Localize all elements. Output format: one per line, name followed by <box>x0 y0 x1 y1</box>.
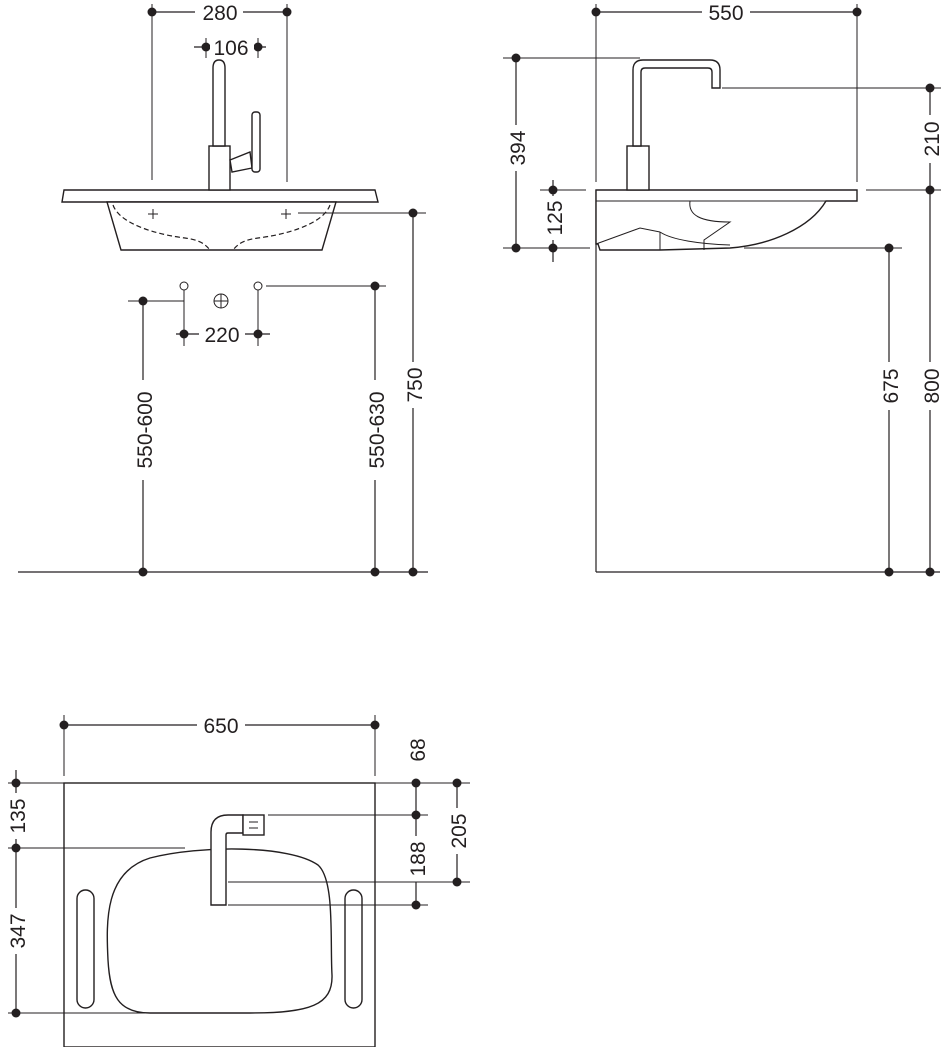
dim-750-tick-bottom <box>408 567 418 577</box>
fixing-hole-left <box>179 281 189 291</box>
dim-550-600-bg <box>131 380 155 480</box>
dim-394-tick-bottom <box>511 243 521 253</box>
dim-550-600-tick-bottom <box>138 567 148 577</box>
dim-125-label: 125 <box>544 200 567 235</box>
dim-750-bg <box>401 362 425 408</box>
faucet-spout <box>212 59 226 147</box>
dim-280-bg <box>195 0 243 24</box>
bracket-profile <box>595 227 661 245</box>
dim-550-630-bg <box>363 380 387 480</box>
dim-347-tick-bottom <box>11 1008 21 1018</box>
dim-220-tick-right <box>253 329 263 339</box>
dim-68-tick-bottom <box>411 810 421 820</box>
dim-106-label: 106 <box>213 37 248 60</box>
dim-550-bg <box>702 0 750 24</box>
dim-800-tick-bottom <box>925 567 935 577</box>
dim-394-bg <box>504 125 528 171</box>
drain-cross <box>214 294 228 308</box>
dim-210-label: 210 <box>921 121 944 156</box>
dim-68-label: 68 <box>407 738 430 761</box>
dim-675-label: 675 <box>880 368 903 403</box>
front-view: 280 106 220 550-600 550-630 <box>18 0 428 577</box>
dim-188-bg <box>404 836 428 882</box>
dim-550-600-label: 550-600 <box>134 391 157 468</box>
faucet-lever-base <box>229 151 253 173</box>
dim-394-label: 394 <box>507 130 530 165</box>
bowl-hidden-left <box>112 204 211 251</box>
dim-210-bg <box>918 115 942 163</box>
dim-125-bg <box>541 196 565 240</box>
fixing-cross-right <box>281 209 291 219</box>
dim-205-tick-top <box>452 778 462 788</box>
dim-106-bg <box>210 36 254 58</box>
dim-347-label: 347 <box>7 913 30 948</box>
dim-550-630-label: 550-630 <box>366 391 389 468</box>
side-faucet-body <box>626 145 650 191</box>
dim-135-bg <box>4 793 28 839</box>
top-tap-marks <box>249 821 258 829</box>
dim-68-bg <box>404 734 428 766</box>
dim-550-600-tick-top <box>138 296 148 306</box>
dim-280-tick-right <box>282 7 292 17</box>
dim-135-label: 135 <box>7 798 30 833</box>
dim-125-tick-bottom <box>548 243 558 253</box>
dim-550-630-tick-top <box>370 281 380 291</box>
handle-slot-left <box>76 889 95 1009</box>
basin-bowl <box>106 201 337 251</box>
dim-68-tick-top <box>411 778 421 788</box>
top-bowl <box>106 848 333 1014</box>
dim-750-tick-top <box>408 208 418 218</box>
dim-750-label: 750 <box>404 367 427 402</box>
dim-800-label: 800 <box>921 368 944 403</box>
dim-280-tick-left <box>147 7 157 17</box>
dim-220-label: 220 <box>204 324 239 347</box>
dim-280-label: 280 <box>202 2 237 25</box>
dim-550-tick-right <box>852 7 862 17</box>
bowl-hidden-right <box>232 204 331 251</box>
dim-220-tick-left <box>179 329 189 339</box>
dim-205-label: 205 <box>448 813 471 848</box>
dim-106-tick-right <box>253 42 263 52</box>
dim-550-tick-left <box>591 7 601 17</box>
dim-125-tick-top <box>548 185 558 195</box>
side-view: 550 394 125 210 675 800 <box>503 0 944 577</box>
bowl-section <box>689 200 732 250</box>
dim-675-tick-top <box>884 243 894 253</box>
dim-205-tick-bottom <box>452 877 462 887</box>
dim-394-tick-top <box>511 53 521 63</box>
dim-675-tick-bottom <box>884 567 894 577</box>
faucet-body <box>208 145 231 191</box>
dim-550-label: 550 <box>708 2 743 25</box>
faucet-lever <box>251 111 261 173</box>
fixing-hole-right <box>253 281 263 291</box>
dim-106-tick-left <box>201 42 211 52</box>
handle-slot-right <box>344 889 363 1009</box>
dim-675-bg <box>877 362 901 410</box>
top-view: 650 135 347 68 188 205 <box>4 712 471 1047</box>
dim-210-tick-top <box>925 83 935 93</box>
dim-650-tick-left <box>59 720 69 730</box>
basin-profile <box>595 189 858 251</box>
dim-347-bg <box>4 908 28 954</box>
dim-188-tick-bottom <box>411 900 421 910</box>
top-tap-body <box>242 814 265 836</box>
dim-135-tick-top <box>11 778 21 788</box>
side-faucet-spout <box>632 59 721 147</box>
basin-top-slab <box>61 189 379 203</box>
dim-650-tick-right <box>370 720 380 730</box>
dim-650-bg <box>197 712 245 738</box>
dim-550-630-tick-bottom <box>370 567 380 577</box>
dim-800-bg <box>918 362 942 410</box>
dim-188-label: 188 <box>407 841 430 876</box>
dim-220-bg <box>199 322 245 346</box>
dim-650-label: 650 <box>203 715 238 738</box>
dim-135-tick-bottom <box>11 843 21 853</box>
fixing-cross-left <box>148 209 158 219</box>
dim-205-bg <box>445 808 469 854</box>
bowl-drain-section <box>659 231 731 250</box>
